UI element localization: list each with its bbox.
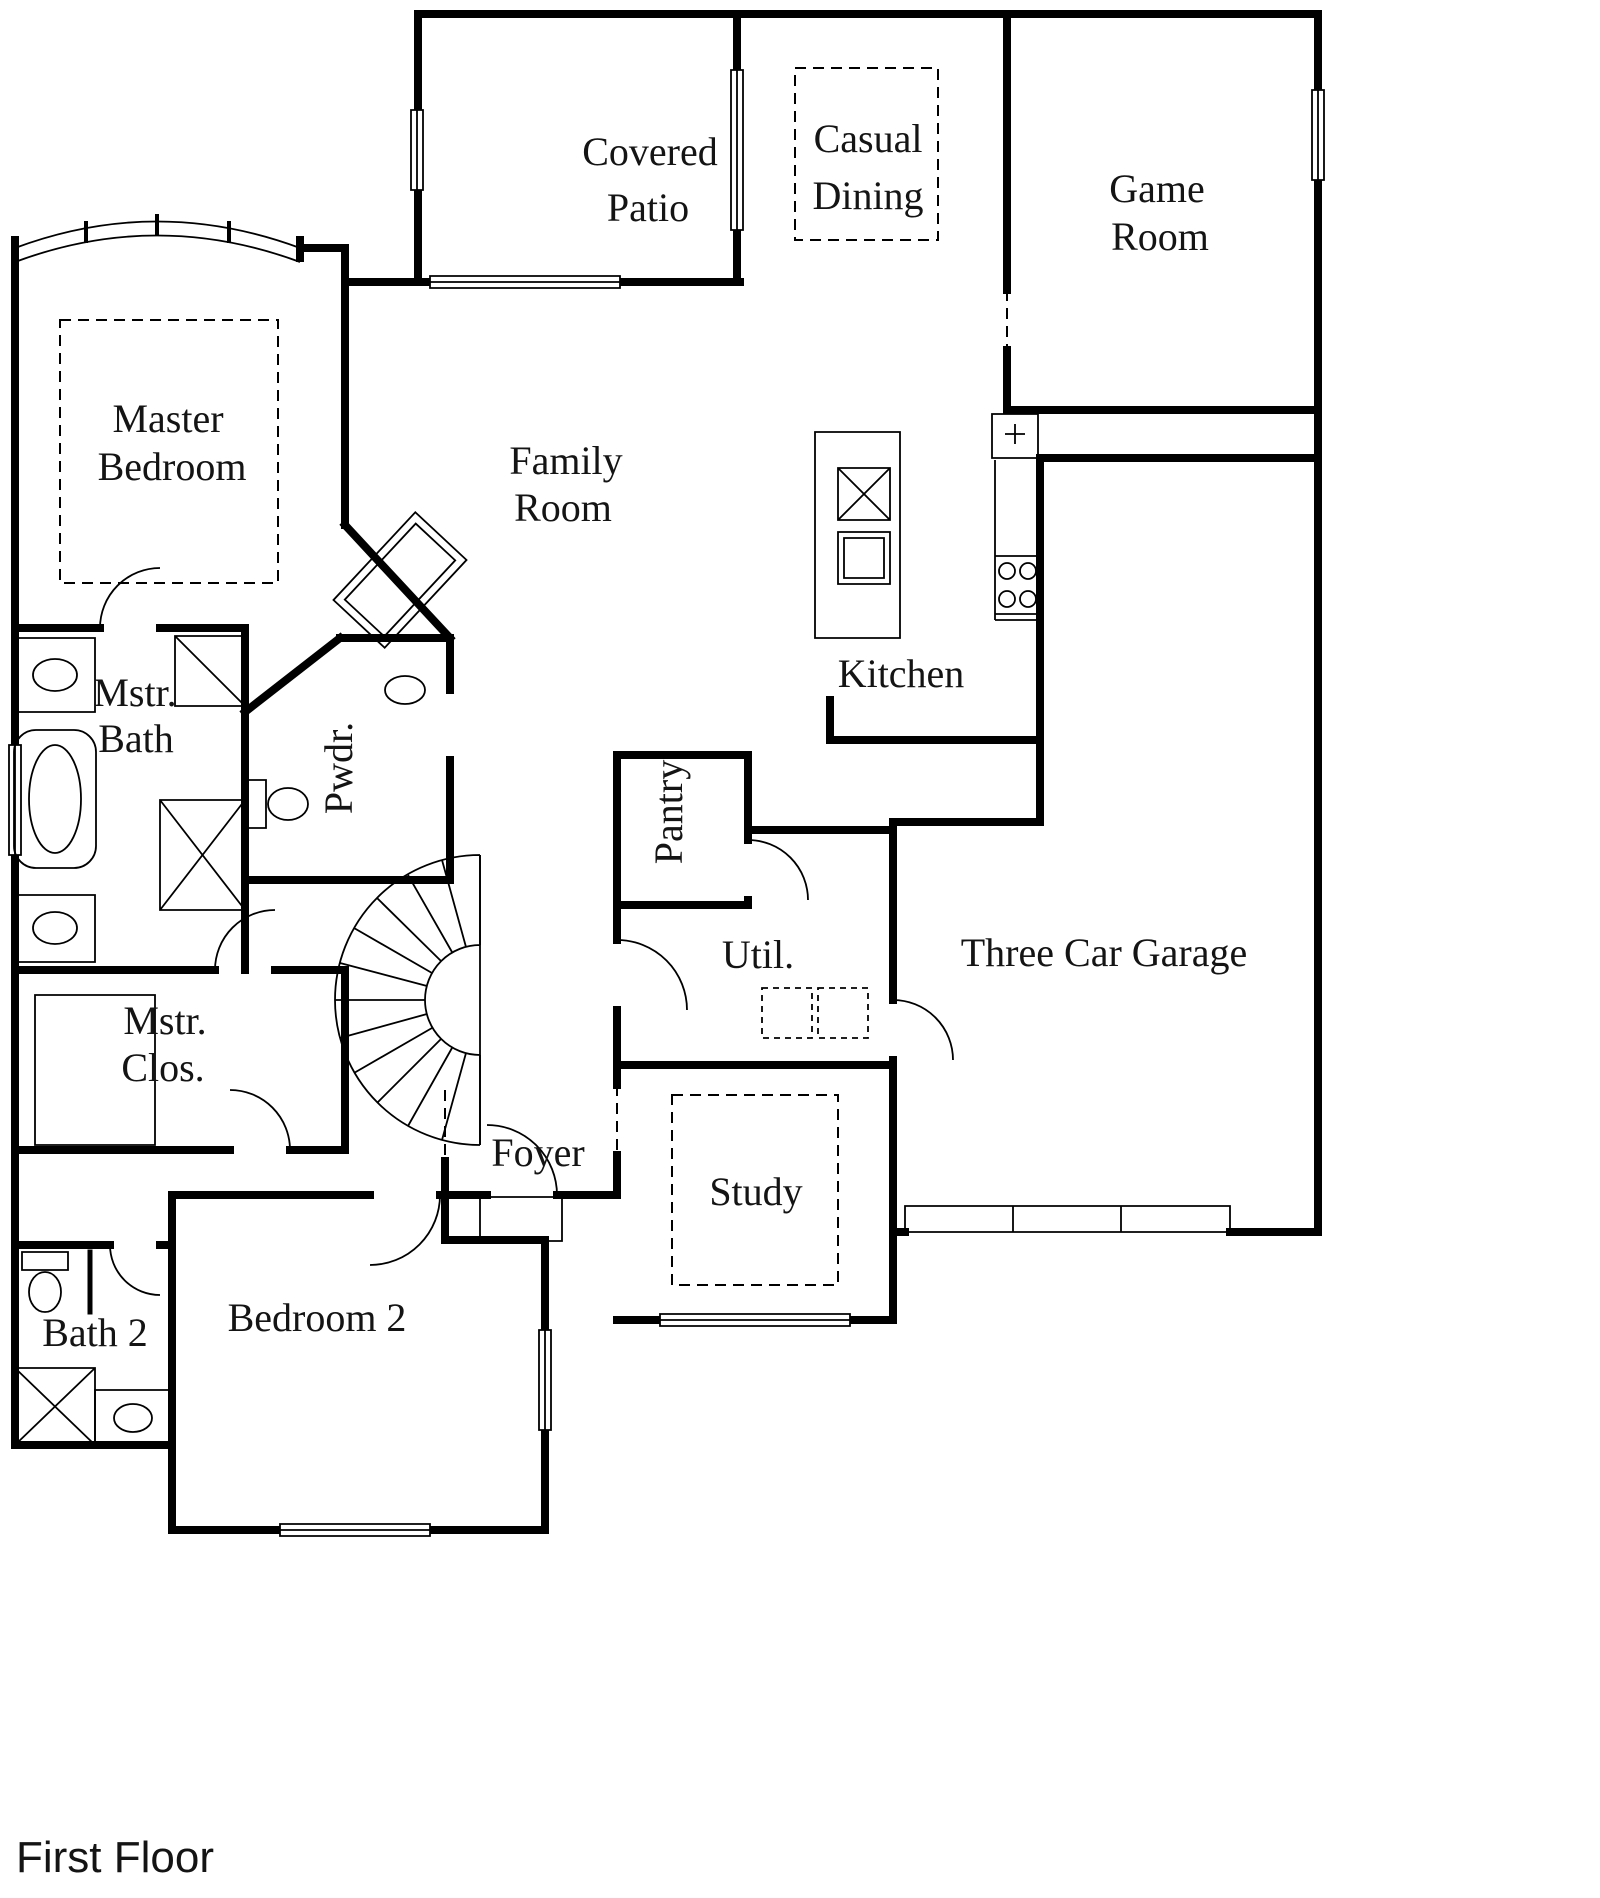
room-label-powder: Pwdr. bbox=[316, 722, 361, 814]
garage-door bbox=[904, 1205, 1231, 1233]
room-label-covered-patio-line2: Patio bbox=[607, 185, 689, 230]
room-label-master-closet-line2: Clos. bbox=[121, 1045, 204, 1090]
curved-staircase bbox=[334, 854, 481, 1146]
room-label-master-bath-line1: Mstr. bbox=[93, 670, 176, 715]
tray-ceiling-master-bedroom bbox=[59, 319, 279, 584]
burner-4 bbox=[1019, 590, 1037, 608]
burner-2 bbox=[1019, 562, 1037, 580]
bath2-shower bbox=[14, 1367, 96, 1446]
powder-toilet-bowl bbox=[267, 787, 309, 821]
room-label-game-room-line2: Room bbox=[1111, 214, 1209, 259]
room-label-bedroom-2: Bedroom 2 bbox=[228, 1295, 407, 1340]
room-label-master-bedroom-line1: Master bbox=[112, 396, 223, 441]
room-label-casual-dining-line1: Casual bbox=[814, 116, 923, 161]
corner-fireplace bbox=[332, 510, 468, 650]
linen-closet bbox=[174, 635, 246, 707]
walls-south-block bbox=[11, 751, 897, 1534]
room-label-master-closet-line1: Mstr. bbox=[123, 998, 206, 1043]
refrigerator bbox=[991, 413, 1039, 459]
closet-shelving bbox=[34, 994, 156, 1146]
windows bbox=[8, 69, 1325, 1537]
sink-south bbox=[32, 911, 78, 945]
powder-sink bbox=[384, 675, 426, 705]
bath2-toilet-tank bbox=[21, 1251, 69, 1271]
bath2-fixtures bbox=[14, 1249, 173, 1446]
fireplace-outer bbox=[332, 510, 468, 650]
master-shower bbox=[159, 799, 246, 911]
kitchen-fixtures bbox=[814, 413, 1041, 639]
powder-fixtures bbox=[247, 675, 426, 829]
window-mullions bbox=[14, 70, 1319, 1531]
tub-basin bbox=[28, 744, 82, 854]
burner-1 bbox=[998, 562, 1016, 580]
bath2-sink bbox=[113, 1403, 153, 1433]
stair-treads bbox=[335, 855, 481, 1145]
room-label-family-room-line1: Family bbox=[509, 438, 622, 483]
kitchen-island bbox=[814, 431, 901, 639]
sink-north bbox=[32, 658, 78, 692]
room-label-master-bath-line2: Bath bbox=[98, 716, 174, 761]
room-label-pantry: Pantry bbox=[646, 760, 691, 864]
vanity-south bbox=[14, 894, 96, 963]
fireplace-inner bbox=[343, 522, 457, 638]
washer-dryer-boxes bbox=[761, 987, 869, 1039]
bay-window-mullion-ticks bbox=[84, 214, 231, 243]
garage-entry-details bbox=[479, 1196, 1231, 1242]
room-labels: Covered Patio Casual Dining Game Room Ma… bbox=[42, 116, 1247, 1355]
walls-north-block bbox=[341, 10, 1322, 1236]
room-label-family-room-line2: Room bbox=[514, 485, 612, 530]
room-label-garage: Three Car Garage bbox=[961, 930, 1247, 975]
island-sink bbox=[837, 467, 891, 521]
room-label-game-room-line1: Game bbox=[1109, 166, 1205, 211]
door-swing-arcs bbox=[99, 567, 954, 1296]
master-bath-fixtures bbox=[13, 635, 246, 963]
vanity-north bbox=[14, 637, 96, 713]
bath2-toilet-bowl bbox=[28, 1271, 62, 1313]
room-label-covered-patio-line1: Covered bbox=[582, 129, 718, 174]
plan-title: First Floor bbox=[16, 1833, 214, 1882]
room-label-foyer: Foyer bbox=[491, 1130, 584, 1175]
room-label-study: Study bbox=[709, 1169, 802, 1214]
powder-toilet-tank bbox=[247, 779, 267, 829]
kitchen-counter bbox=[994, 460, 1041, 621]
room-label-casual-dining-line2: Dining bbox=[812, 173, 923, 218]
tray-ceiling-study bbox=[671, 1094, 839, 1286]
window-frames bbox=[8, 69, 1325, 1537]
bay-window bbox=[14, 214, 301, 263]
room-label-kitchen: Kitchen bbox=[838, 651, 965, 696]
garden-tub bbox=[13, 729, 97, 869]
burner-3 bbox=[998, 590, 1016, 608]
tray-ceiling-casual-dining bbox=[794, 67, 939, 241]
room-label-utility: Util. bbox=[722, 932, 794, 977]
room-label-bath-2: Bath 2 bbox=[42, 1310, 148, 1355]
front-porch-step bbox=[479, 1196, 563, 1242]
room-label-master-bedroom-line2: Bedroom bbox=[98, 444, 247, 489]
bath2-vanity bbox=[94, 1389, 173, 1446]
dashed-features bbox=[59, 67, 1008, 1286]
island-dishwasher bbox=[837, 531, 891, 585]
